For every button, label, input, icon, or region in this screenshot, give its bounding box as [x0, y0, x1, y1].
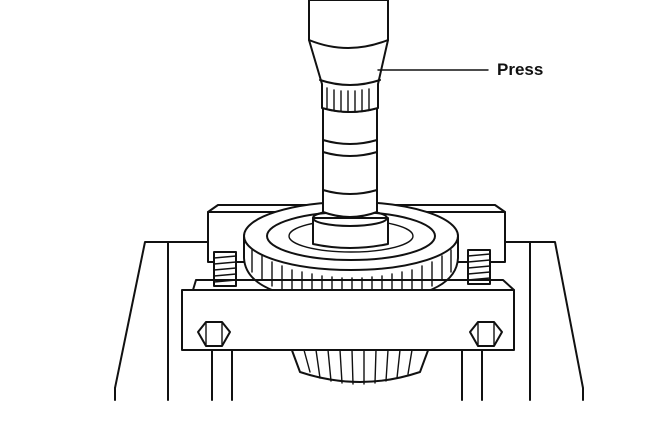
threaded-rods — [213, 249, 491, 287]
press-label: Press — [497, 60, 544, 79]
splitter-nuts — [197, 321, 503, 347]
press-ram — [308, 0, 389, 113]
shaft — [312, 103, 389, 249]
front-splitter-plate — [181, 279, 515, 351]
splitter-legs — [211, 344, 483, 401]
press-base — [114, 241, 584, 401]
lower-gear — [289, 344, 431, 385]
